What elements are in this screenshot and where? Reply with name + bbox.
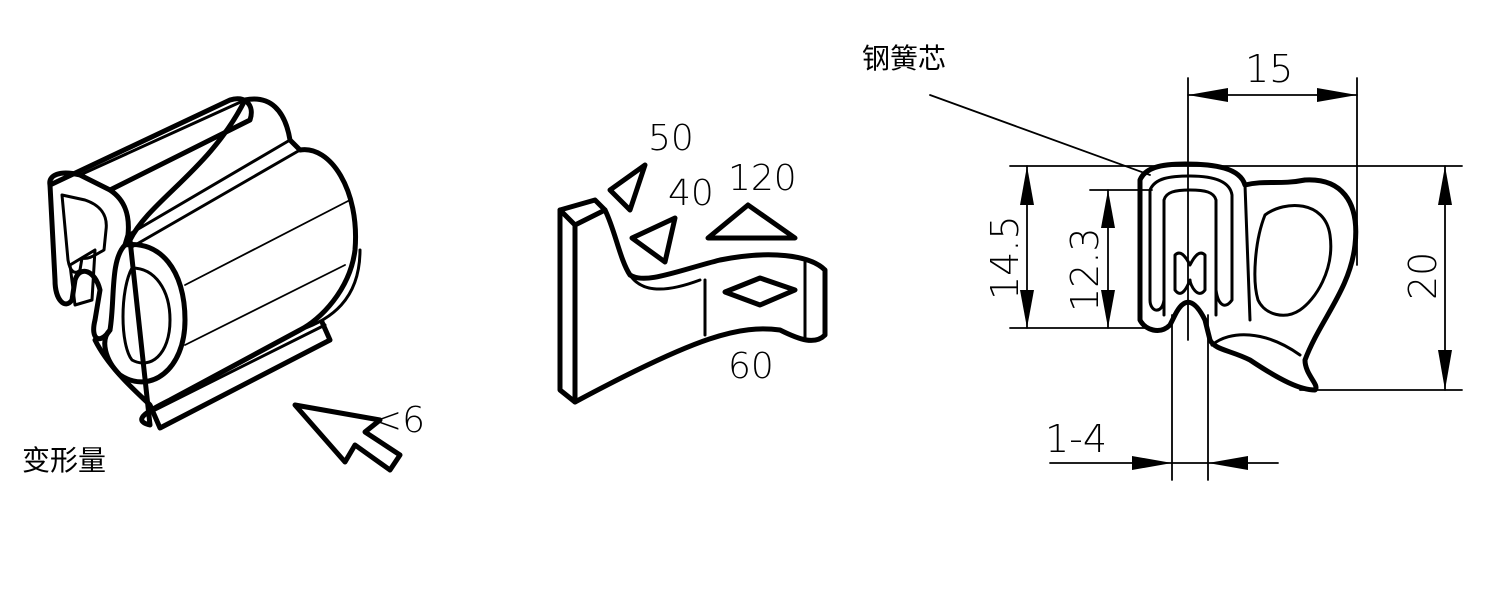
triangle-40	[629, 215, 678, 265]
grip-range-dim: 1-4	[1045, 417, 1107, 461]
angle-sketch: 50 40 120 60	[557, 118, 828, 405]
angle-50-label: 50	[648, 118, 694, 159]
height-total-dim: 20	[1401, 252, 1445, 300]
seal-3d-view: <6 变形量	[22, 96, 425, 477]
triangle-50	[607, 162, 648, 213]
angle-40-label: 40	[668, 173, 714, 214]
deformation-arrow	[292, 402, 403, 473]
cross-section-view: 钢簧芯 15 20 14.5 12.3 1-4	[862, 42, 1463, 481]
diamond-60	[722, 275, 798, 308]
triangle-120	[705, 202, 798, 241]
deformation-label: 变形量	[22, 444, 106, 477]
height-outer-dim: 14.5	[983, 215, 1027, 300]
height-inner-dim: 12.3	[1063, 227, 1107, 312]
angle-60-label: 60	[728, 346, 774, 387]
steel-core-label: 钢簧芯	[862, 42, 946, 75]
angle-120-label: 120	[728, 158, 797, 199]
width-dim: 15	[1245, 47, 1293, 91]
deformation-value: <6	[372, 400, 425, 441]
